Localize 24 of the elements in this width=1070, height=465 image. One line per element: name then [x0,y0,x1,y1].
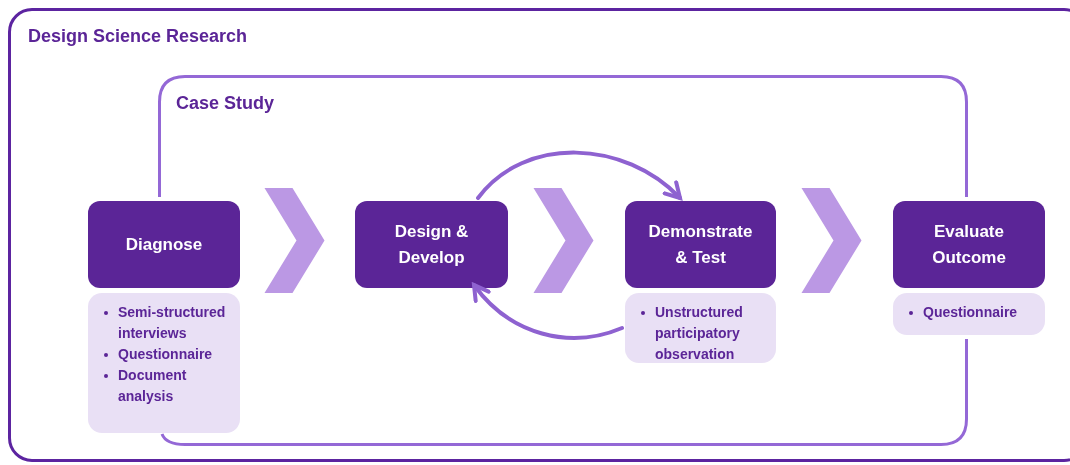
bullet-item: Questionnaire [118,345,213,364]
step-box [625,201,776,288]
outer-frame [8,8,1070,462]
method-list-box [88,293,240,433]
chevron-arrow [533,188,594,293]
step-title: Design & Develop [393,220,470,269]
step-title: Demonstrate & Test [647,220,754,269]
bullet-item: Document analysis [118,366,188,406]
step-title: Diagnose [125,233,203,256]
curved-arrow [476,150,682,200]
frame-title: Design Science Research [28,25,248,48]
step-title: Evaluate Outcome [931,220,1007,269]
method-list-box [893,293,1045,335]
bullet-item: Semi-structured interviews [118,303,227,343]
chevron-arrow [801,188,862,293]
step-box [893,201,1045,288]
step-box [355,201,508,288]
step-box [88,201,240,288]
bullet-item: Unstructured participatory observation [655,303,744,364]
method-list-box [625,293,776,363]
curved-arrow [472,283,624,340]
frame-title: Case Study [176,92,275,115]
chevron-arrow [264,188,325,293]
bullet-item: Questionnaire [923,303,1018,322]
